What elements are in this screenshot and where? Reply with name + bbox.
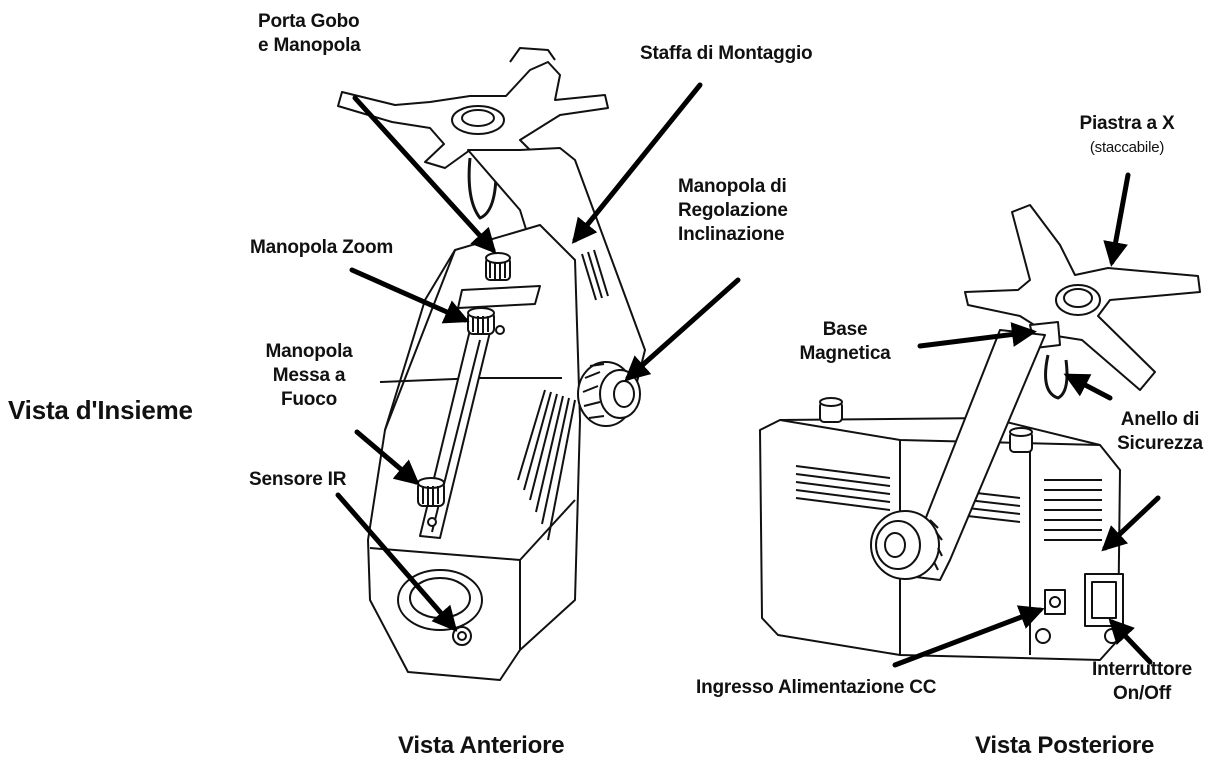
label-x-plate: Piastra a X (staccabile) bbox=[1042, 112, 1212, 160]
gobo-plate bbox=[458, 286, 540, 308]
overview-title: Vista d'Insieme bbox=[8, 395, 193, 425]
arrow-switch bbox=[1112, 622, 1150, 662]
rear-vents-right bbox=[1044, 480, 1102, 540]
arrow-safety bbox=[1068, 376, 1110, 398]
label-zoom-knob: Manopola Zoom bbox=[250, 236, 393, 260]
label-ir-sensor: Sensore IR bbox=[249, 468, 346, 492]
label-magnetic-base: Base Magnetica bbox=[770, 318, 920, 366]
gobo-knob bbox=[486, 253, 510, 280]
label-tilt-knob: Manopola di Regolazione Inclinazione bbox=[678, 175, 788, 247]
front-projector bbox=[338, 48, 645, 680]
label-safety-ring: Anello di Sicurezza bbox=[1095, 408, 1225, 456]
front-view-caption: Vista Anteriore bbox=[398, 732, 564, 760]
zoom-knob-shape bbox=[468, 308, 494, 334]
rear-top-knob-2 bbox=[1010, 428, 1032, 452]
rear-view-caption: Vista Posteriore bbox=[975, 732, 1154, 760]
label-x-plate-note: (staccabile) bbox=[1042, 136, 1212, 160]
focus-knob-shape bbox=[418, 478, 444, 506]
arrow-xplate bbox=[1112, 175, 1128, 262]
rear-top-knob-1 bbox=[820, 398, 842, 422]
label-mounting-bracket: Staffa di Montaggio bbox=[640, 42, 812, 66]
label-gobo-holder: Porta Gobo e Manopola bbox=[258, 10, 361, 58]
label-dc-input: Ingresso Alimentazione CC bbox=[696, 676, 936, 700]
arrow-tilt bbox=[628, 280, 738, 378]
label-focus-knob: Manopola Messa a Fuoco bbox=[248, 340, 370, 412]
label-power-switch: Interruttore On/Off bbox=[1062, 658, 1222, 706]
